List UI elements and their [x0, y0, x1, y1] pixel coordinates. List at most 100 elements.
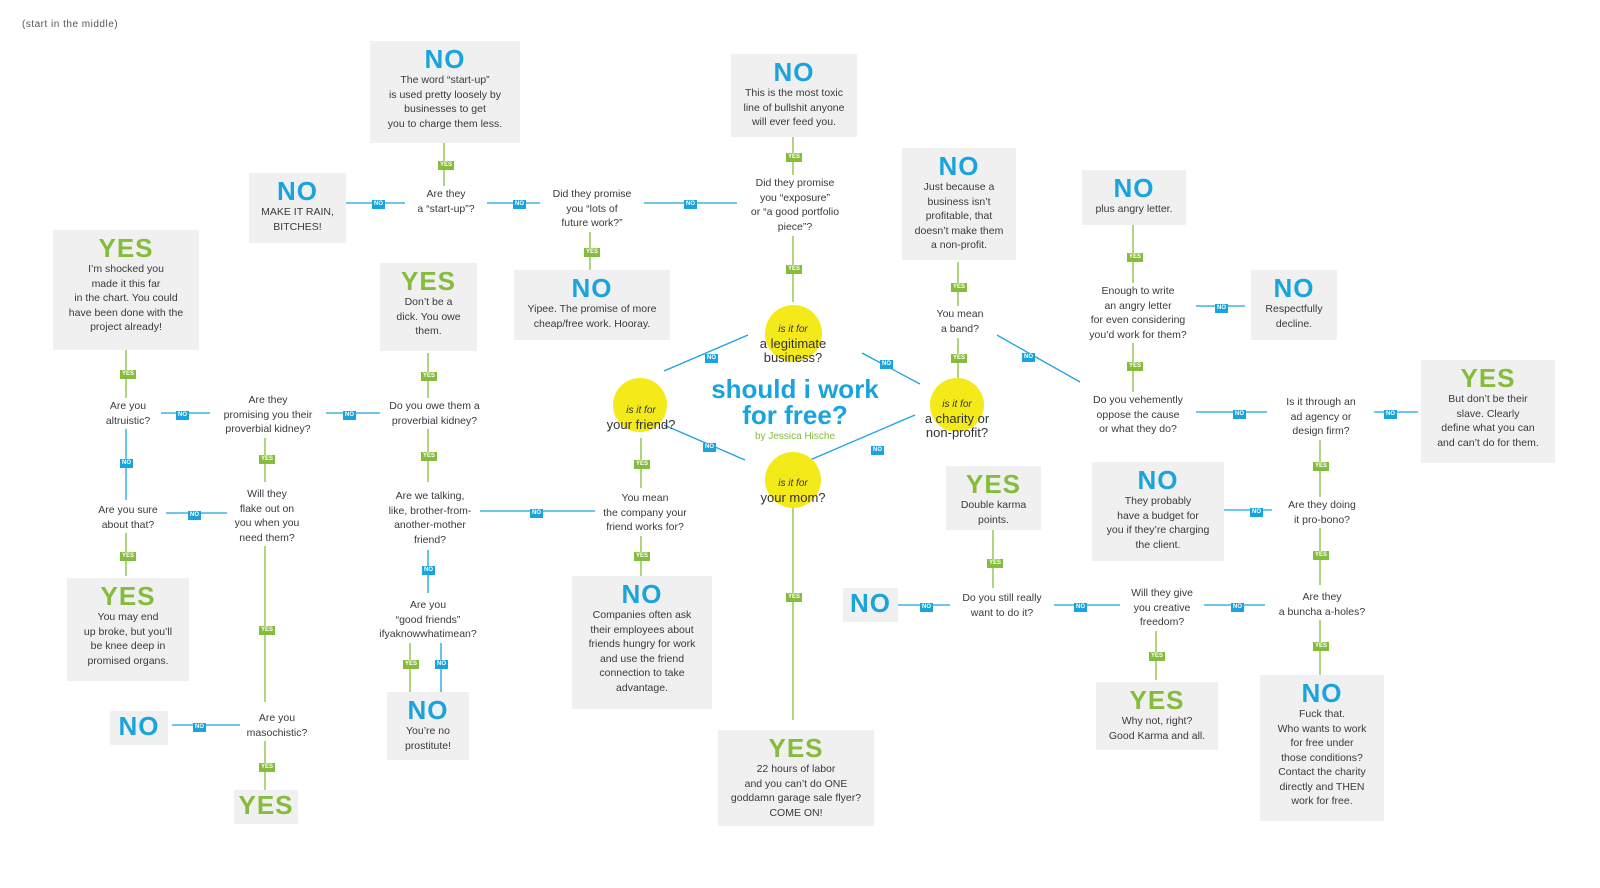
start-note: (start in the middle): [22, 19, 119, 30]
answer-no: NO: [1273, 273, 1315, 303]
tag-no: NO: [193, 723, 206, 732]
answer-no: NO: [277, 176, 318, 206]
answer-text: Why not, right? Good Karma and all.: [1108, 715, 1206, 742]
tag-yes: YES: [1127, 362, 1144, 371]
answer-no: NO: [773, 57, 815, 87]
answer-yes: YES: [98, 233, 154, 263]
tag-no: NO: [920, 603, 933, 612]
circle-is-it-for: is it for: [778, 324, 808, 335]
answer-box-decline: NO Respectfully decline.: [1251, 270, 1337, 340]
question-future-work: Did they promise you “lots of future wor…: [540, 186, 644, 232]
tag-yes: YES: [786, 153, 803, 162]
circle-text: your mom?: [760, 490, 826, 505]
answer-text: Respectfully decline.: [1265, 303, 1323, 330]
chart-title: should i work for free?: [711, 374, 879, 430]
answer-text: I’m shocked you made it this far in the …: [68, 263, 184, 333]
answer-text: But don’t be their slave. Clearly define…: [1437, 393, 1539, 449]
tag-yes: YES: [421, 452, 438, 461]
answer-box-companies: NO Companies often ask their employees a…: [572, 576, 712, 709]
circle-text: a charity or non-profit?: [924, 411, 990, 440]
tag-no: NO: [1074, 603, 1087, 612]
answer-yes: YES: [1460, 363, 1516, 393]
question-altruistic: Are you altruistic?: [95, 398, 161, 429]
answer-box-exposure: NO This is the most toxic line of bullsh…: [731, 54, 857, 137]
tag-yes: YES: [403, 660, 420, 669]
answer-box-rain: NO MAKE IT RAIN, BITCHES!: [249, 173, 346, 243]
answer-box-startup: NO The word “start-up” is used pretty lo…: [370, 41, 520, 143]
question-company: You mean the company your friend works f…: [595, 490, 695, 536]
answer-yes: YES: [768, 733, 824, 763]
answer-box-why-not: YES Why not, right? Good Karma and all.: [1096, 682, 1218, 750]
tag-yes: YES: [120, 552, 137, 561]
answer-no: NO: [621, 579, 663, 609]
tag-yes: YES: [438, 161, 455, 170]
tag-yes: YES: [1313, 551, 1330, 560]
circle-is-it-for: is it for: [942, 399, 972, 410]
answer-yes: YES: [400, 266, 457, 296]
tag-no: NO: [880, 360, 893, 369]
answer-box-prostitute: NO You’re no prostitute!: [387, 692, 469, 760]
answer-text: Just because a business isn’t profitable…: [914, 181, 1004, 251]
answer-no-masochistic: NO: [110, 711, 168, 745]
answer-box-yipee: NO Yipee. The promise of more cheap/free…: [514, 270, 670, 340]
tag-yes: YES: [1313, 462, 1330, 471]
tag-no: NO: [530, 509, 543, 518]
question-pro-bono: Are they doing it pro-bono?: [1272, 497, 1372, 528]
circle-legitimate-business: [765, 305, 822, 362]
tag-no: NO: [372, 200, 385, 209]
tag-no: NO: [343, 411, 356, 420]
tag-yes: YES: [1127, 253, 1144, 262]
tag-no: NO: [871, 446, 884, 455]
tag-no: NO: [422, 566, 435, 575]
question-exposure: Did they promise you “exposure” or “a go…: [737, 175, 853, 235]
answer-text: Double karma points.: [960, 499, 1027, 526]
answer-yes: YES: [100, 581, 156, 611]
answer-no: NO: [424, 44, 466, 74]
tag-yes: YES: [1313, 642, 1330, 651]
answer-box-dick: YES Don’t be a dick. You owe them.: [380, 263, 477, 351]
question-flake: Will they flake out on you when you need…: [227, 486, 307, 546]
answer-text: 22 hours of labor and you can’t do ONE g…: [730, 763, 862, 819]
answer-text: Fuck that. Who wants to work for free un…: [1277, 708, 1367, 807]
tag-yes: YES: [259, 763, 276, 772]
answer-text: Don’t be a dick. You owe them.: [396, 296, 461, 337]
tag-yes: YES: [951, 354, 968, 363]
circle-is-it-for: is it for: [778, 478, 808, 489]
question-oppose: Do you vehemently oppose the cause or wh…: [1080, 392, 1196, 438]
question-kidney-promise: Are they promising you their proverbial …: [210, 392, 326, 438]
answer-no: NO: [1113, 173, 1155, 203]
question-angry-letter: Enough to write an angry letter for even…: [1080, 283, 1196, 343]
answer-box-angry-letter: NO plus angry letter.: [1082, 170, 1186, 225]
tag-no: NO: [1022, 353, 1035, 362]
answer-box-organs: YES You may end up broke, but you’ll be …: [67, 578, 189, 681]
tag-no: NO: [188, 511, 201, 520]
tag-yes: YES: [120, 370, 137, 379]
tag-no: NO: [684, 200, 697, 209]
question-a-holes: Are they a buncha a-holes?: [1265, 589, 1379, 620]
tag-yes: YES: [1149, 652, 1166, 661]
circle-charity: [930, 378, 984, 432]
circle-text: a legitimate business?: [759, 336, 827, 365]
tag-no: NO: [1215, 304, 1228, 313]
answer-box-fuck-that: NO Fuck that. Who wants to work for free…: [1260, 675, 1384, 821]
tag-yes: YES: [987, 559, 1004, 568]
question-creative-freedom: Will they give you creative freedom?: [1120, 585, 1204, 631]
answer-no: NO: [407, 695, 449, 725]
tag-yes: YES: [634, 460, 651, 469]
question-still-want: Do you still really want to do it?: [950, 590, 1054, 621]
answer-box-nonprofit: NO Just because a business isn’t profita…: [902, 148, 1016, 260]
tag-no: NO: [1231, 603, 1244, 612]
answer-text: You’re no prostitute!: [404, 725, 452, 752]
answer-text: MAKE IT RAIN, BITCHES!: [261, 206, 334, 233]
answer-box-slave: YES But don’t be their slave. Clearly de…: [1421, 360, 1555, 463]
question-masochistic: Are you masochistic?: [240, 710, 314, 741]
answer-no: NO: [1137, 465, 1179, 495]
answer-no-still-want: NO: [843, 588, 898, 622]
question-good-friends: Are you “good friends” ifyaknowwhatimean…: [370, 597, 486, 643]
tag-no: NO: [513, 200, 526, 209]
circle-is-it-for: is it for: [626, 405, 656, 416]
answer-yes: YES: [965, 469, 1022, 499]
question-agency: Is it through an ad agency or design fir…: [1268, 394, 1374, 440]
chart-byline: by Jessica Hische: [754, 431, 836, 442]
